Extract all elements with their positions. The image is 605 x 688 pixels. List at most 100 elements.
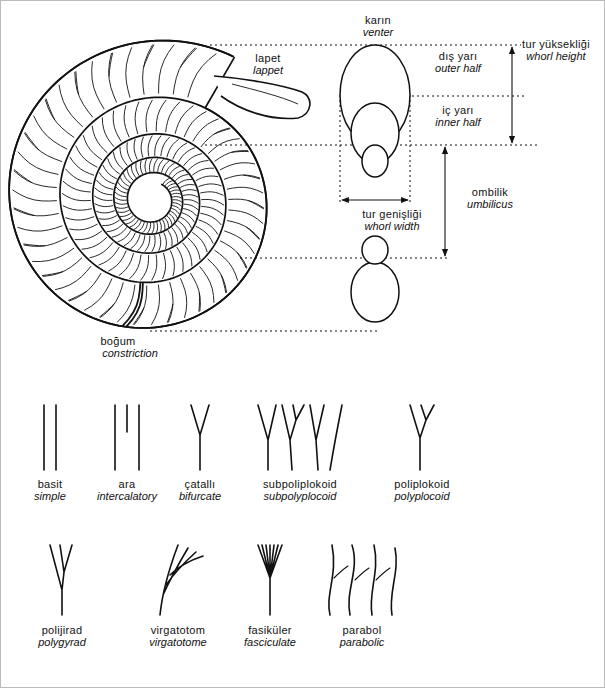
- rib: [215, 151, 249, 162]
- turkish-term: fasiküler: [247, 624, 293, 636]
- turkish-term: dış yarı: [438, 50, 478, 62]
- rib: [188, 238, 200, 260]
- rib: [109, 53, 117, 103]
- rib: [143, 45, 153, 95]
- rib: [167, 304, 173, 323]
- rib: [95, 204, 114, 207]
- rib: [75, 72, 93, 117]
- rib: [59, 85, 83, 127]
- rib: [113, 152, 123, 169]
- rib: [201, 199, 224, 205]
- rib: [145, 159, 147, 172]
- rib: [184, 111, 206, 137]
- rib: [162, 219, 165, 229]
- rib: [148, 136, 152, 157]
- lappet-shape: [214, 76, 310, 118]
- rib: [220, 163, 255, 170]
- rib: [130, 255, 141, 279]
- rib: [193, 119, 219, 142]
- whorl-cross-section: [340, 45, 410, 322]
- rib: [183, 195, 198, 197]
- lappet-rib: [232, 84, 298, 104]
- rib: [65, 217, 94, 220]
- turkish-term: çatallı: [184, 478, 217, 490]
- turkish-term: lapet: [254, 52, 281, 64]
- rib: [159, 234, 161, 251]
- rib: [200, 192, 223, 196]
- english-term: simple: [33, 490, 67, 502]
- rib: [180, 185, 195, 188]
- rib: [169, 213, 175, 221]
- rib: [14, 171, 57, 188]
- english-term: constriction: [101, 347, 159, 359]
- rib: [119, 253, 134, 276]
- rib: [188, 54, 217, 98]
- turkish-term: polijirad: [41, 624, 84, 636]
- rib: [102, 220, 119, 226]
- rib: [34, 116, 68, 150]
- english-term: intercalatory: [96, 490, 158, 502]
- turkish-term: tur genişliği: [361, 208, 423, 220]
- rib: [224, 231, 254, 254]
- english-term: whorl width: [363, 220, 420, 232]
- rib: [180, 48, 196, 67]
- rib: [152, 254, 157, 280]
- rib: [116, 187, 127, 193]
- rib: [46, 99, 55, 120]
- rib: [113, 111, 121, 142]
- rib: [243, 175, 260, 179]
- rib: [92, 126, 107, 153]
- english-term: parabolic: [339, 636, 386, 648]
- rib: [163, 178, 170, 184]
- rib: [136, 163, 139, 176]
- rib: [146, 100, 152, 132]
- rib: [182, 190, 197, 192]
- rib: [173, 48, 195, 95]
- turkish-term: poliplokoid: [393, 478, 450, 490]
- english-term: whorl height: [525, 50, 586, 62]
- rib: [198, 293, 200, 312]
- rib: [141, 255, 149, 280]
- rib: [118, 210, 130, 212]
- rib: [84, 279, 112, 311]
- rib: [170, 211, 177, 218]
- rib: [134, 221, 141, 230]
- rib: [102, 117, 114, 146]
- english-term: inner half: [434, 116, 481, 128]
- rib: [96, 180, 113, 189]
- rib: [168, 230, 172, 246]
- rib: [120, 177, 129, 186]
- rib: [170, 190, 179, 192]
- rib: [131, 166, 136, 178]
- rib: [115, 202, 127, 204]
- rib: [124, 105, 129, 137]
- rib: [220, 241, 247, 268]
- english-term: venter: [362, 26, 395, 38]
- rib: [178, 221, 188, 234]
- rib: [183, 243, 192, 266]
- rib: [45, 99, 74, 137]
- rib: [227, 221, 260, 239]
- rib: [166, 102, 180, 132]
- rib: [169, 187, 178, 190]
- english-term: fasciculate: [243, 636, 297, 648]
- rib: [118, 182, 128, 190]
- rib: [55, 266, 91, 290]
- rib: [126, 218, 136, 224]
- rib: [112, 227, 127, 237]
- english-term: virgatotome: [148, 636, 207, 648]
- rib: [152, 223, 154, 234]
- rib: [152, 235, 155, 252]
- rib: [192, 168, 214, 175]
- rib: [118, 230, 131, 242]
- rib: [208, 259, 227, 293]
- english-term: umbilicus: [466, 198, 514, 210]
- turkish-term: basit: [37, 478, 64, 490]
- rib: [76, 146, 98, 168]
- rib: [99, 304, 114, 318]
- rib: [92, 61, 104, 109]
- rib: [134, 139, 137, 160]
- rib: [171, 193, 181, 194]
